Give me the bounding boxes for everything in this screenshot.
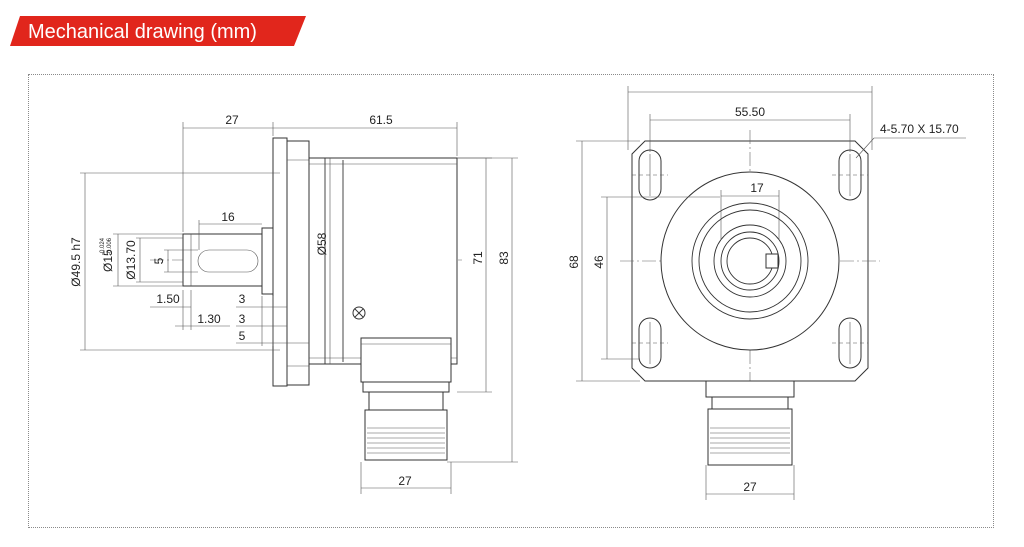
dim-body-dia: Ø58 — [315, 232, 329, 255]
side-connector — [360, 337, 452, 461]
header-tab-shape — [10, 16, 306, 46]
dim-side-connector: 27 — [398, 474, 412, 488]
dim-body-length: 61.5 — [369, 113, 393, 127]
dim-height-83: 83 — [497, 251, 511, 265]
dim-bore: 17 — [750, 181, 764, 195]
dim-height-71: 71 — [471, 251, 485, 265]
dim-shaft-tol-lower: -0.006 — [107, 237, 113, 255]
dim-shaft-length: 27 — [225, 113, 239, 127]
encoder-housing — [308, 157, 458, 365]
side-view: 27 61.5 16 Ø49.5 h7 Ø15 -0.024 -0.006 Ø1… — [69, 113, 518, 494]
dim-front-connector: 27 — [743, 480, 757, 494]
dim-height-46: 46 — [592, 255, 606, 269]
shaft — [182, 233, 274, 287]
dim-flat-dia: Ø13.70 — [124, 240, 138, 280]
drawing-frame — [28, 74, 994, 528]
dim-slot-callout: 4-5.70 X 15.70 — [880, 122, 959, 136]
shaft-key — [197, 249, 259, 273]
dim-height-68: 68 — [567, 255, 581, 269]
dim-1-30: 1.30 — [197, 312, 221, 326]
dim-spigot-dia: Ø49.5 h7 — [69, 237, 83, 287]
dim-3-a: 3 — [239, 292, 246, 306]
flange — [272, 137, 288, 387]
dim-key-width: 5 — [152, 257, 166, 264]
dim-hole-spacing: 55.50 — [735, 105, 765, 119]
dim-shaft-tol-upper: -0.024 — [100, 237, 106, 255]
front-view: 55.50 4-5.70 X 15.70 17 68 46 27 — [567, 86, 966, 500]
dim-1-50: 1.50 — [156, 292, 180, 306]
front-connector — [705, 380, 795, 466]
mount-slots — [632, 149, 868, 369]
dim-shaft-dia: Ø15 — [101, 249, 115, 272]
dim-3-b: 3 — [239, 312, 246, 326]
dim-5: 5 — [239, 329, 246, 343]
header-tab — [10, 16, 306, 46]
front-outer-ring — [660, 171, 840, 351]
page-title: Mechanical drawing (mm) — [28, 21, 257, 43]
dim-key-length: 16 — [221, 210, 235, 224]
